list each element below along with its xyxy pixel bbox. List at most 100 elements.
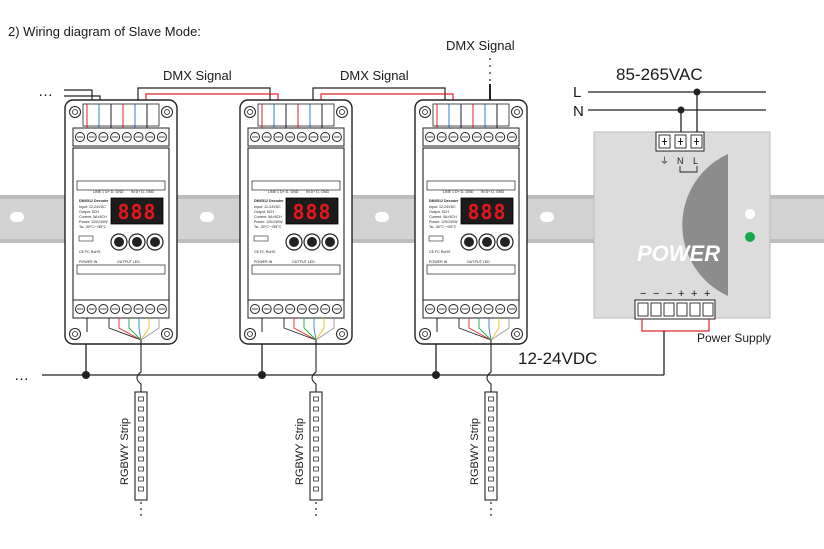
neutral-label: N bbox=[573, 103, 584, 120]
output-wire bbox=[140, 318, 150, 341]
spec-line: Current: 5A×5CH bbox=[79, 215, 107, 219]
cert-marks: CE FC RoHS bbox=[79, 250, 101, 254]
spec-line: Power: 120/240W bbox=[79, 220, 108, 224]
control-button-cap bbox=[307, 237, 317, 247]
spec-line: Input: 12-24VDC bbox=[254, 205, 281, 209]
bus-junction-2 bbox=[258, 371, 266, 379]
spec-line: Ta: -30°C~+55°C bbox=[79, 225, 107, 229]
dmx-signal-label-top: DMX Signal bbox=[446, 38, 515, 53]
spec-line: Input: 12-24VDC bbox=[429, 205, 456, 209]
power-led-white bbox=[745, 209, 755, 219]
output-wire bbox=[313, 318, 317, 341]
bus-junction-1 bbox=[82, 371, 90, 379]
led-strip-body bbox=[134, 391, 148, 501]
psu-terminal-earth: ⏚ bbox=[660, 156, 669, 166]
bus-junction-3 bbox=[432, 371, 440, 379]
spec-line: Ta: -30°C~+55°C bbox=[429, 225, 457, 229]
mount-screw-hole bbox=[422, 331, 428, 337]
neutral-junction bbox=[677, 106, 685, 114]
psu-dc-plus-3: + bbox=[704, 288, 710, 300]
output-terminal-block bbox=[72, 299, 170, 319]
output-strip bbox=[76, 264, 166, 275]
ac-mains bbox=[588, 91, 766, 138]
control-button-cap bbox=[500, 237, 510, 247]
mount-screw-hole bbox=[72, 109, 78, 115]
power-in-text: POWER IN bbox=[254, 260, 273, 264]
spec-line: Output: 5CH bbox=[254, 210, 274, 214]
mount-screw-hole bbox=[247, 109, 253, 115]
spec-line: Power: 120/240W bbox=[254, 220, 283, 224]
control-button-cap bbox=[464, 237, 474, 247]
output-wire bbox=[128, 318, 142, 341]
power-brand: POWER bbox=[637, 241, 720, 266]
port-mark bbox=[253, 235, 269, 242]
dmx-wiring bbox=[64, 58, 491, 104]
power-supply-label: Power Supply bbox=[697, 331, 771, 345]
output-wire bbox=[468, 318, 492, 341]
control-button-cap bbox=[482, 237, 492, 247]
header-right-text: IN D+ D- GND bbox=[131, 190, 154, 194]
led-strip-body bbox=[309, 391, 323, 501]
psu-dc-plus-1: + bbox=[678, 288, 684, 300]
dmx-terminal-block bbox=[72, 127, 170, 147]
segment-display bbox=[110, 197, 164, 225]
decoder-model: DMX512 Decoder bbox=[79, 199, 109, 203]
spec-line: Power: 120/240W bbox=[429, 220, 458, 224]
header-right-text: IN D+ D- GND bbox=[306, 190, 329, 194]
display-digits: 888 bbox=[292, 200, 331, 224]
dmx-continuation: … bbox=[38, 83, 53, 100]
psu-dc-terminal bbox=[634, 299, 716, 320]
cert-marks: CE FC RoHS bbox=[254, 250, 276, 254]
control-button-cap bbox=[150, 237, 160, 247]
strip-label-2: RGBWY Strip bbox=[294, 418, 306, 485]
spec-line: Current: 5A×5CH bbox=[254, 215, 282, 219]
mount-screw-hole bbox=[514, 109, 520, 115]
header-strip bbox=[76, 180, 166, 191]
dmx-wire-guide bbox=[257, 103, 335, 127]
output-strip bbox=[251, 264, 341, 275]
mount-screw-hole bbox=[422, 109, 428, 115]
control-button-cap bbox=[325, 237, 335, 247]
output-terminal-block bbox=[247, 299, 345, 319]
header-left-text: LINE 1 D+ D- GND bbox=[443, 190, 474, 194]
segment-display bbox=[460, 197, 514, 225]
decoder-model: DMX512 Decoder bbox=[254, 199, 284, 203]
led-strip-3 bbox=[484, 391, 498, 520]
spec-line: Input: 12-24VDC bbox=[79, 205, 106, 209]
led-strip-1 bbox=[134, 391, 148, 520]
header-right-text: IN D+ D- GND bbox=[481, 190, 504, 194]
output-wire bbox=[108, 318, 142, 341]
mount-screw-hole bbox=[247, 331, 253, 337]
cert-marks: CE FC RoHS bbox=[429, 250, 451, 254]
strip-feed-wire bbox=[486, 340, 492, 392]
mount-screw-hole bbox=[72, 331, 78, 337]
psu-dc-minus-3: − bbox=[666, 288, 672, 300]
segment-display bbox=[285, 197, 339, 225]
output-led-text: OUTPUT LED bbox=[292, 260, 315, 264]
output-wire bbox=[315, 318, 335, 341]
psu-dc-plus-2: + bbox=[691, 288, 697, 300]
output-wire bbox=[488, 318, 492, 341]
dmx-wire-guide bbox=[82, 103, 160, 127]
header-strip bbox=[426, 180, 516, 191]
led-strip-body bbox=[484, 391, 498, 501]
output-wire bbox=[303, 318, 317, 341]
psu-terminal-l: L bbox=[693, 156, 698, 166]
power-in-text: POWER IN bbox=[79, 260, 98, 264]
spec-line: Output: 5CH bbox=[79, 210, 99, 214]
spec-line: Current: 5A×5CH bbox=[429, 215, 457, 219]
decoder-front-panel bbox=[422, 147, 520, 304]
ac-voltage-label: 85-265VAC bbox=[616, 65, 703, 84]
output-wire bbox=[118, 318, 142, 341]
led-strip-2 bbox=[309, 391, 323, 520]
strip-feed-wire bbox=[136, 340, 142, 392]
line-label: L bbox=[573, 84, 581, 101]
psu-terminal-n: N bbox=[677, 156, 684, 166]
psu-dc-minus-1: − bbox=[640, 288, 646, 300]
mount-screw-hole bbox=[339, 331, 345, 337]
power-led-green bbox=[745, 232, 755, 242]
